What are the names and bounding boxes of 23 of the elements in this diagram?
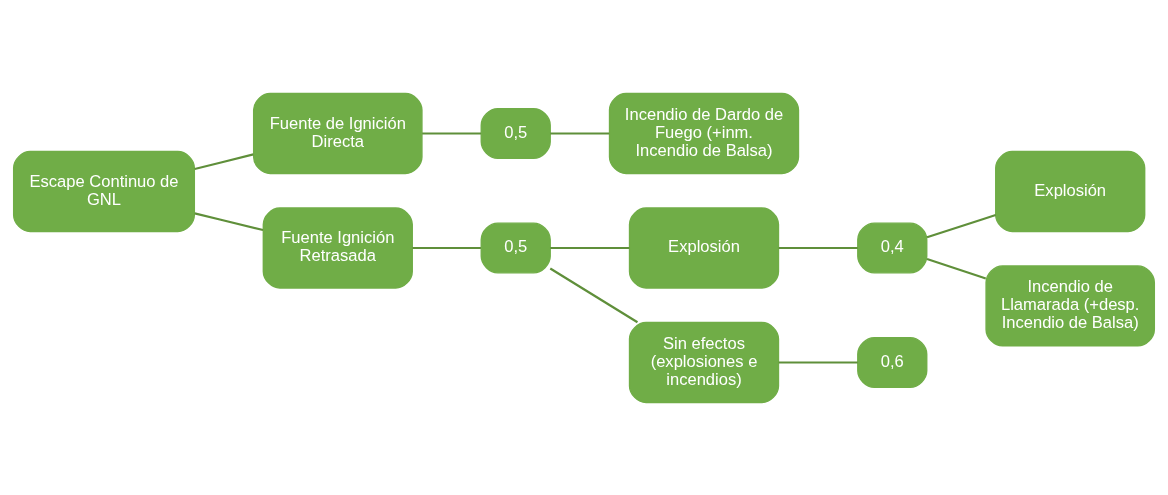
node-box: Fuente Ignición Retrasada <box>262 206 413 289</box>
node-box: Escape Continuo de GNL <box>12 150 196 232</box>
connector <box>194 152 254 170</box>
node-box: Explosión <box>628 206 780 289</box>
connector <box>422 131 482 135</box>
connector <box>550 246 630 249</box>
connector <box>926 257 987 279</box>
node-box: 0,6 <box>857 336 928 388</box>
connector <box>778 246 858 249</box>
connector <box>194 211 264 231</box>
node-box: Explosión <box>995 150 1146 232</box>
connector <box>926 213 997 238</box>
connector <box>549 267 639 323</box>
node-box: 0,4 <box>857 222 928 273</box>
node-box: Incendio de Llamarada (+desp. Incendio de Balsa) <box>985 264 1156 347</box>
node-box: Incendio de Dardo de Fuego (+inm. Incendio de Balsa) <box>608 92 800 174</box>
connector <box>412 246 481 249</box>
node-box: 0,5 <box>480 222 551 273</box>
connector <box>550 131 610 135</box>
node-box: Sin efectos (explosiones e incendios) <box>628 321 780 403</box>
node-box: 0,5 <box>480 107 551 159</box>
connector <box>778 360 858 364</box>
node-box: Fuente de Ignición Directa <box>252 92 423 174</box>
